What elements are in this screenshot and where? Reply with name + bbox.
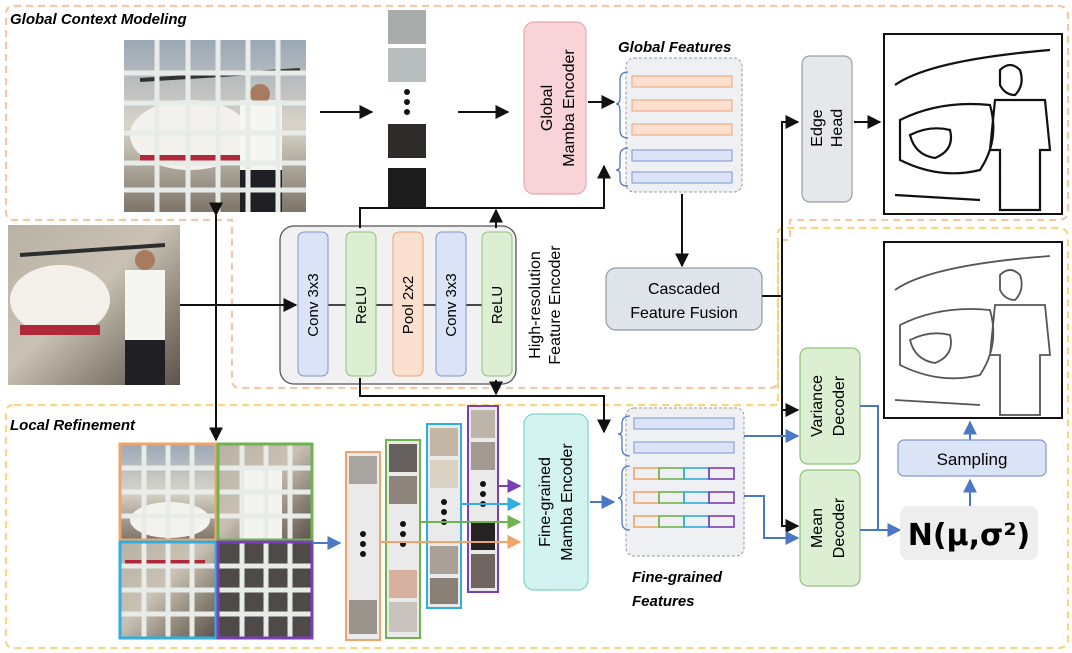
global-encoder-label-1: Global [539,85,556,131]
edge-head-label-2: Head [829,109,846,147]
edge-head-label-1: Edge [809,109,826,146]
pool-label: Pool 2x2 [400,276,417,334]
local-partition-images [118,442,314,640]
variance-decoder-label-1: Variance [809,375,826,437]
distribution-box: N(μ,σ²) [900,506,1038,560]
global-grid-image [124,40,306,212]
sampling-block: Sampling [897,439,1047,477]
fusion-label-2: Feature Fusion [630,305,738,322]
global-mamba-encoder: Global Mamba Encoder [523,21,587,195]
global-region [4,4,1070,390]
fine-grained-features-block [617,407,745,557]
global-encoder-label-2: Mamba Encoder [561,49,578,167]
fine-features-label-1: Fine-grained [632,569,723,586]
global-features-block [615,57,743,193]
global-token-column [388,10,426,208]
input-image [8,225,180,385]
variance-decoder: Variance Decoder [799,347,861,465]
relu1-label: ReLU [353,286,370,324]
mean-decoder: Mean Decoder [799,469,861,587]
local-region [4,226,1070,650]
variance-decoder-label-2: Decoder [831,375,848,436]
global-section-title: Global Context Modeling [10,11,187,28]
fine-encoder-label-2: Mamba Encoder [559,443,576,561]
distribution-label: N(μ,σ²) [908,518,1031,553]
relu2-label: ReLU [489,286,506,324]
fine-grained-mamba-encoder: Fine-grained Mamba Encoder [523,413,589,591]
edge-output-global [883,33,1063,215]
mean-decoder-label-1: Mean [809,508,826,548]
conv2-label: Conv 3x3 [443,273,460,336]
global-features-label: Global Features [618,39,731,56]
mean-decoder-label-2: Decoder [831,497,848,558]
cascaded-feature-fusion: Cascaded Feature Fusion [605,267,763,331]
hr-feature-encoder: Conv 3x3 ReLU Pool 2x2 Conv 3x3 ReLU Hig… [279,225,564,385]
sampling-label: Sampling [937,450,1008,469]
fine-features-label-2: Features [632,593,695,610]
hr-encoder-label-2: Feature Encoder [547,245,564,365]
edge-output-refined [883,241,1063,419]
local-token-columns [345,405,499,641]
fine-encoder-label-1: Fine-grained [537,457,554,547]
fusion-label-1: Cascaded [648,281,720,298]
edge-head: Edge Head [801,55,853,203]
conv1-label: Conv 3x3 [305,273,322,336]
hr-encoder-label-1: High-resolution [527,251,544,359]
local-section-title: Local Refinement [10,417,136,434]
